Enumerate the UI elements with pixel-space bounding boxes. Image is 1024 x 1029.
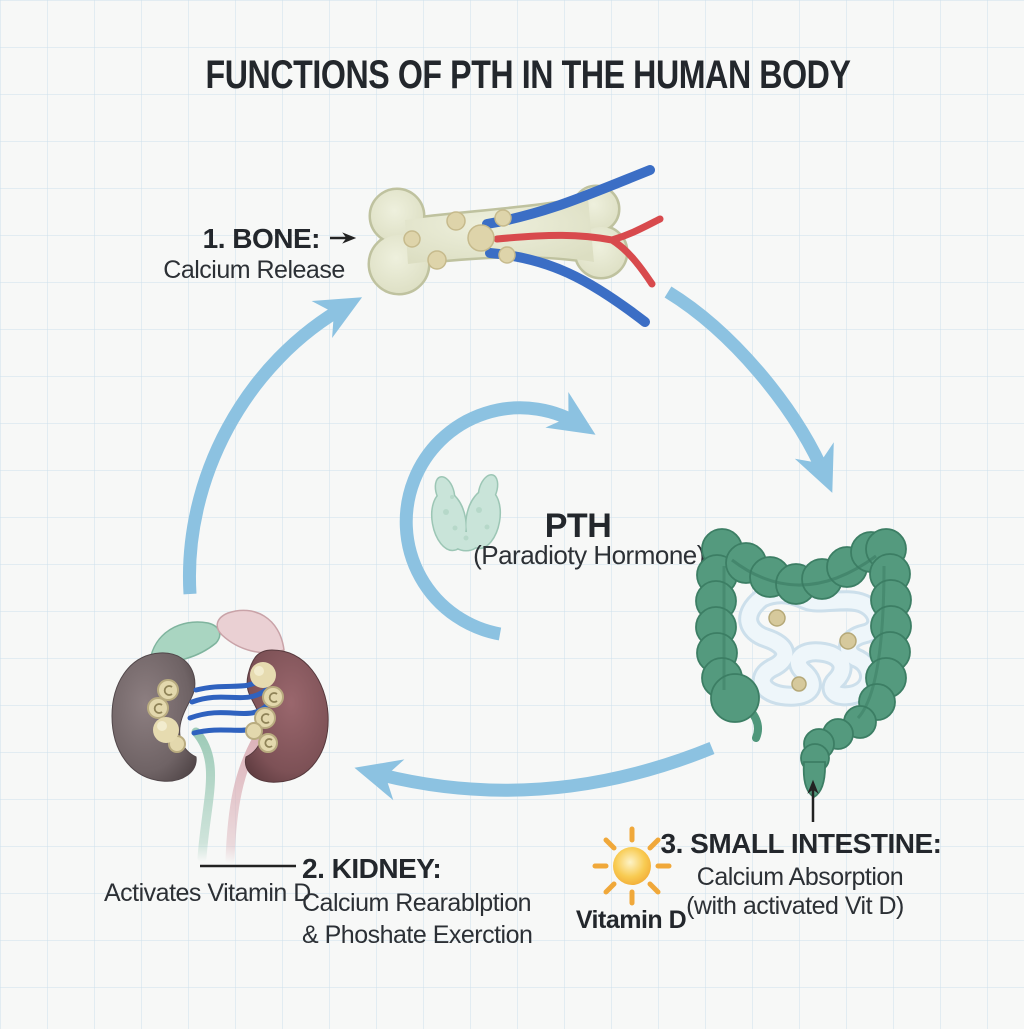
bone-label: 1. BONE: (203, 223, 320, 254)
adrenal-right-icon (216, 609, 285, 654)
kidneys-icon (111, 609, 329, 865)
kidney-description-line2: & Phoshate Exerction (302, 921, 532, 949)
pth-full-name: (Paradioty Hormone) (473, 540, 705, 570)
bone-artery-icon (493, 215, 664, 288)
intestine-description-line2: (with activated Vit D) (686, 892, 904, 920)
colon-icon (695, 528, 912, 799)
intestine-label: 3. SMALL INTESTINE: (661, 828, 942, 859)
ureter-left-icon (191, 727, 216, 863)
intestine-calcium-dots-icon (768, 609, 857, 692)
vitamin-d-label: Vitamin D (576, 906, 686, 934)
bone-description: Calcium Release (163, 256, 344, 284)
kidney-side-note: Activates Vitamin D (104, 879, 311, 907)
arrow-kidney-to-bone-icon (182, 297, 363, 595)
arrow-bone-to-intestine-icon (664, 286, 834, 493)
ureter-right-icon (225, 732, 263, 865)
bone-calcium-dots-icon (403, 209, 516, 270)
pth-label-group: PTH (Paradioty Hormone) (473, 507, 705, 570)
intestine-label-group: 3. SMALL INTESTINE: Calcium Absorption (… (661, 779, 942, 920)
kidney-description-line1: Calcium Rearablption (302, 889, 531, 917)
kidney-label-group: Activates Vitamin D 2. KIDNEY: Calcium R… (104, 853, 533, 949)
page-title: FUNCTIONS OF PTH IN THE HUMAN BODY (206, 53, 852, 97)
arrow-pth-cycle-icon (399, 392, 596, 641)
kidney-calcium-dots-icon (147, 662, 284, 753)
arrow-intestine-to-kidney-icon (354, 741, 715, 801)
bone-label-group: 1. BONE: Calcium Release (163, 223, 357, 284)
parathyroid-gland-icon (430, 474, 502, 552)
intestine-icon (695, 528, 912, 799)
intestine-description-line1: Calcium Absorption (697, 863, 903, 891)
sun-icon (592, 826, 672, 906)
cycle-arrows (182, 286, 834, 801)
pth-abbr: PTH (545, 507, 612, 545)
small-intestine-coils-icon (738, 583, 888, 707)
bone-icon (367, 165, 664, 327)
kidney-label: 2. KIDNEY: (302, 853, 441, 884)
